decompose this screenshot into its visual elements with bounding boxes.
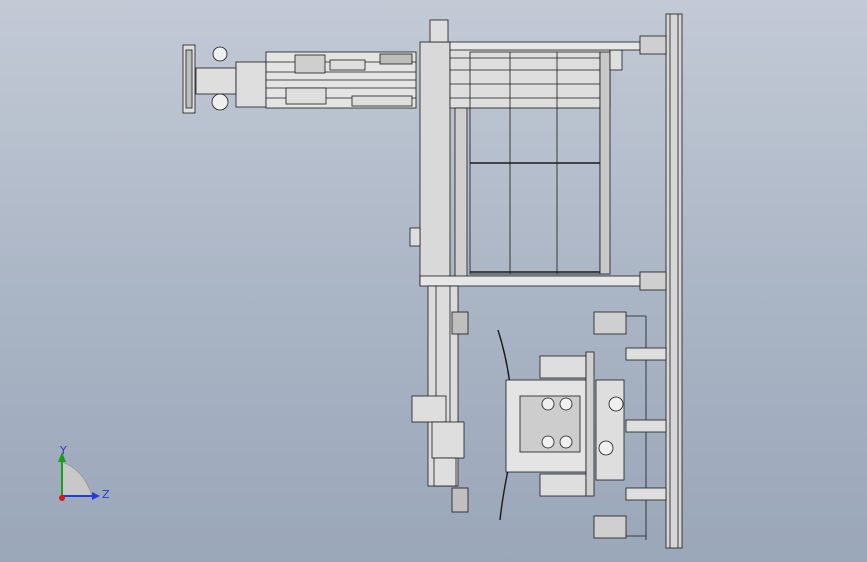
- axis-triad: Y Z: [58, 444, 110, 501]
- lower-vertical-arm: [411, 285, 469, 513]
- triad-y-label: Y: [59, 444, 67, 457]
- support-column: [665, 13, 683, 549]
- top-arm-assembly: [182, 44, 417, 114]
- fixture-assembly: [505, 311, 667, 540]
- main-frame: [409, 19, 667, 291]
- triad-z-label: Z: [102, 488, 110, 501]
